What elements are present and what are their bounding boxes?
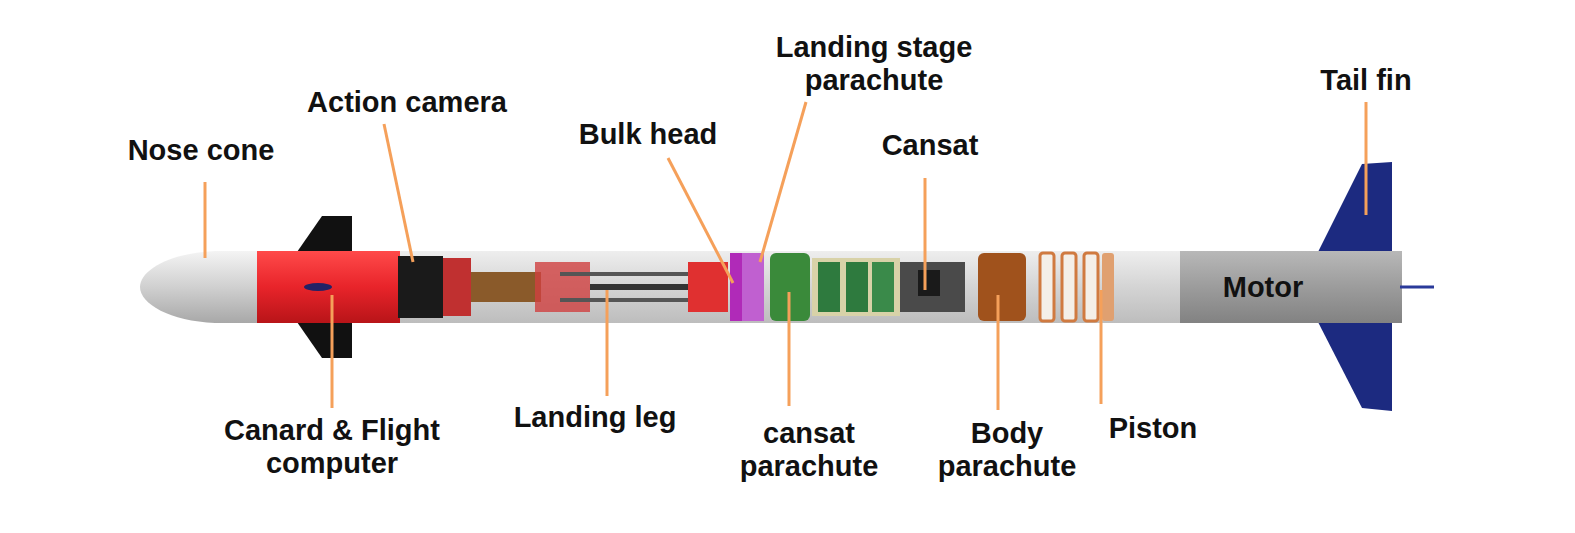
nose-cone	[140, 251, 260, 323]
landing-leg	[590, 284, 690, 290]
part-label: Action camera	[307, 86, 507, 119]
part-label: Cansat	[882, 129, 979, 162]
camera-body	[398, 256, 443, 318]
circuit-board	[818, 262, 840, 312]
leader-line	[384, 124, 413, 262]
canard-servo	[304, 283, 332, 291]
part-label: Nose cone	[128, 134, 275, 167]
part-label: Landing leg	[514, 401, 677, 434]
leader-line	[924, 178, 927, 290]
cansat-body	[900, 262, 965, 312]
landing-leg	[560, 272, 710, 276]
leader-line	[668, 158, 733, 283]
canard-fin	[297, 322, 352, 358]
tail-fin	[1318, 162, 1392, 252]
landing-stage-part	[471, 272, 541, 302]
parachute-pack	[978, 253, 1026, 321]
landing-leg	[560, 298, 710, 302]
landing-stage-part	[443, 258, 471, 316]
landing-stage-part	[535, 262, 590, 312]
bulkhead	[730, 253, 742, 321]
leader-line	[1100, 290, 1103, 404]
leader-line	[788, 292, 791, 406]
piston-ring	[1084, 253, 1098, 321]
parachute-pack	[742, 253, 764, 321]
part-label: Tail fin	[1320, 64, 1411, 97]
motor-casing	[1180, 251, 1402, 323]
part-label: Motor	[1223, 271, 1304, 304]
motor-nozzle	[1400, 286, 1434, 289]
cansat-body	[918, 270, 940, 296]
leader-line	[331, 295, 334, 408]
canard-section	[257, 251, 400, 323]
landing-stage-part	[688, 262, 728, 312]
leader-lines	[205, 102, 1366, 410]
cansat-frame	[812, 258, 900, 316]
canard-fin	[297, 216, 352, 252]
part-label: Bulk head	[579, 118, 718, 151]
body-tube	[398, 251, 1188, 323]
leader-line	[606, 290, 609, 396]
leader-line	[204, 182, 207, 258]
part-label: Canard & Flight computer	[182, 414, 482, 480]
leader-line	[997, 295, 1000, 410]
leader-line	[760, 102, 806, 262]
part-label: Piston	[1109, 412, 1198, 445]
circuit-board	[846, 262, 868, 312]
circuit-board	[872, 262, 894, 312]
piston-ring	[1062, 253, 1076, 321]
part-label: cansat parachute	[724, 417, 894, 483]
piston-ring	[1040, 253, 1054, 321]
part-label: Body parachute	[920, 417, 1095, 483]
piston-ring	[1102, 253, 1114, 321]
part-label: Landing stage parachute	[744, 31, 1004, 97]
tail-fin	[1318, 322, 1392, 411]
leader-line	[1365, 102, 1368, 215]
